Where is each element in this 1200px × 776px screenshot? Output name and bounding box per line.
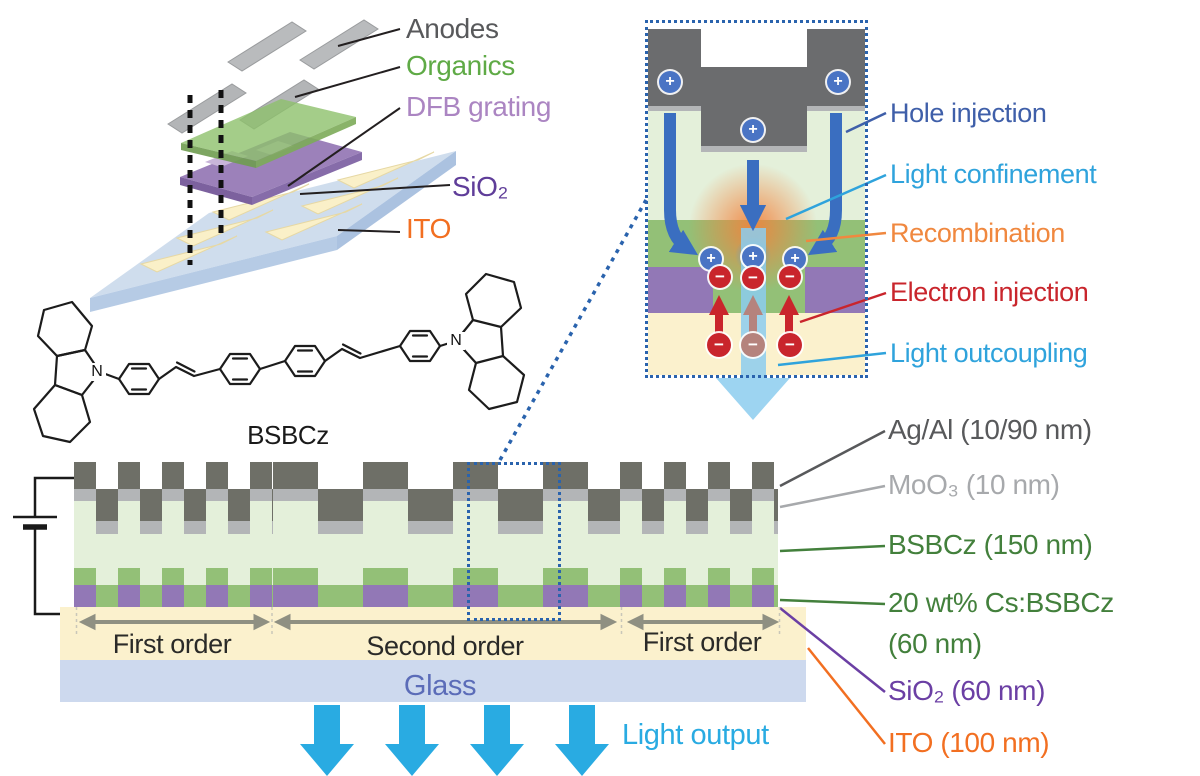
inset-moo3-left [648, 106, 701, 111]
cs-bsbcz-teeth-right [620, 568, 778, 585]
label-recombination: Recombination [890, 218, 1065, 248]
dfb-grating-layer [180, 132, 362, 205]
bsbcz-molecule [32, 272, 526, 444]
hole-symbol: + [742, 119, 764, 141]
inset-moo3-right [807, 106, 865, 111]
label-bsbcz-layer: BSBCz (150 nm) [888, 529, 1093, 560]
zoom-connector-line [498, 199, 648, 461]
label-ag-al: Ag/Al (10/90 nm) [888, 414, 1092, 445]
label-moo3: MoO₃ (10 nm) [888, 469, 1060, 500]
label-light-output: Light output [622, 719, 769, 751]
metal-grating-first-order-left [74, 462, 273, 534]
metal-grating-second-order [273, 462, 620, 534]
label-light-confinement: Light confinement [890, 159, 1097, 189]
label-first-order-right: First order [642, 627, 762, 657]
label-cs-bsbcz-line1: 20 wt% Cs:BSBCz [888, 587, 1114, 618]
hole-symbol: + [827, 71, 849, 93]
electron-symbol: − [709, 266, 731, 288]
glass-substrate-front [90, 236, 337, 312]
alignment-dashed-lines [187, 90, 224, 265]
electron-symbol: − [742, 267, 764, 289]
metal-grating-first-order-right [620, 462, 778, 534]
zoom-region-box [467, 462, 561, 621]
electron-symbol: − [707, 333, 731, 357]
electron-symbol: − [779, 266, 801, 288]
label-ito-layer: ITO (100 nm) [888, 727, 1050, 758]
label-dfb-grating: DFB grating [406, 91, 551, 122]
label-light-outcoupling: Light outcoupling [890, 338, 1088, 368]
ito-layer [60, 607, 806, 660]
electron-symbol: − [778, 333, 802, 357]
glass-substrate-top [90, 151, 456, 298]
nitrogen-atom-label: N [88, 363, 106, 381]
label-electron-injection: Electron injection [890, 277, 1089, 307]
label-hole-injection: Hole injection [890, 98, 1047, 128]
light-output-arrows [300, 705, 609, 776]
glass-layer [60, 660, 806, 702]
nitrogen-atom-label: N [447, 332, 465, 350]
inset-cathode-left [648, 29, 701, 106]
anode-strips-lower [167, 79, 319, 134]
cs-bsbcz-teeth-mid [273, 568, 620, 585]
electron-symbol: − [741, 333, 765, 357]
organics-layer [181, 99, 356, 168]
cs-bsbcz-teeth-left [74, 568, 273, 585]
sio2-grating-left [74, 585, 273, 607]
label-organics: Organics [406, 50, 515, 81]
label-glass: Glass [403, 670, 477, 702]
anode-strips-upper [227, 19, 379, 72]
bsbcz-bulk-layer [74, 534, 778, 568]
label-second-order: Second order [366, 631, 524, 661]
inset-moo3-center [701, 146, 807, 152]
label-ito-3d: ITO [406, 213, 451, 244]
inset-cathode-right [807, 29, 865, 106]
battery-circuit [13, 476, 74, 616]
label-cs-bsbcz-line2: (60 nm) [888, 628, 982, 659]
hole-symbol: + [659, 71, 681, 93]
label-first-order-left: First order [112, 629, 232, 659]
grating-window [256, 141, 294, 155]
grating-window [205, 151, 248, 167]
sio2-grating-mid [273, 585, 620, 607]
label-sio2-layer: SiO₂ (60 nm) [888, 675, 1045, 706]
label-sio2-3d: SiO₂ [452, 171, 508, 202]
label-molecule-name: BSBCz [247, 420, 329, 450]
ito-strips [139, 151, 435, 273]
exploded-view-3d [90, 19, 456, 312]
label-anodes: Anodes [406, 13, 499, 44]
sio2-grating-right [620, 585, 778, 607]
hole-symbol: + [742, 246, 764, 268]
